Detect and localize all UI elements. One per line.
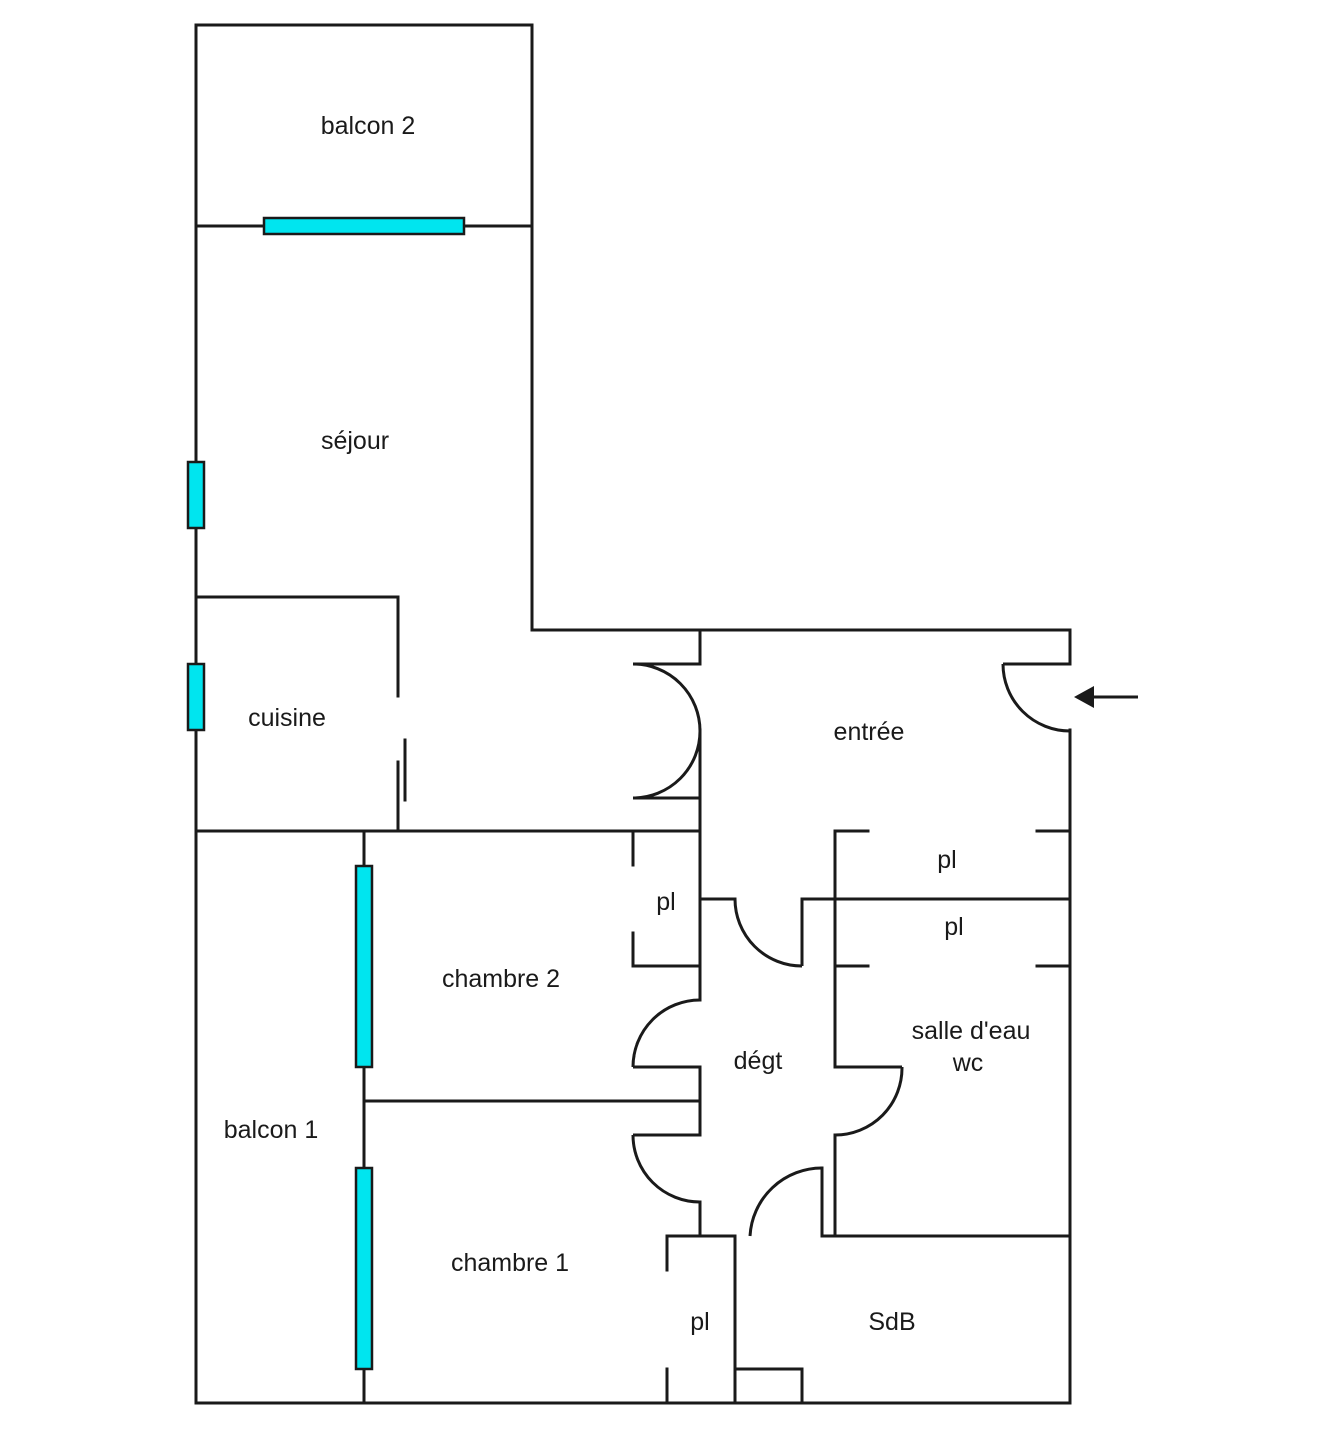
door-chambre-2-arc [631, 998, 701, 1068]
label-balcon-1: balcon 1 [224, 1116, 319, 1144]
label-balcon-2: balcon 2 [321, 112, 416, 140]
window-balcon-2 [262, 216, 466, 236]
label-chambre-1: chambre 1 [451, 1249, 569, 1277]
label-pl-couloir: pl [944, 913, 963, 941]
label-wc: wc [952, 1049, 984, 1077]
label-sdb: SdB [868, 1308, 915, 1336]
door-sejour-1-arc [632, 662, 702, 732]
label-degt: dégt [734, 1047, 783, 1075]
door-sdb-arc [748, 1166, 823, 1237]
label-cuisine: cuisine [248, 704, 326, 732]
label-pl-entree: pl [937, 846, 956, 874]
door-degt-north-arc [733, 898, 803, 968]
window-sejour [186, 460, 206, 530]
door-chambre-1-arc [631, 1134, 701, 1204]
wall-balcon-2 [194, 23, 534, 228]
window-chambre-2 [354, 864, 374, 1069]
label-entree: entrée [834, 718, 905, 746]
label-sejour: séjour [321, 427, 389, 455]
doors [398, 662, 1071, 1237]
door-sejour-2-arc [632, 730, 702, 800]
windows [186, 216, 466, 1371]
door-salle-deau-arc [834, 1066, 904, 1137]
door-front-arc [1001, 663, 1071, 733]
room-labels: balcon 2 séjour cuisine entrée pl pl pl … [224, 112, 1031, 1336]
window-cuisine [186, 662, 206, 732]
label-pl-chambre-1: pl [690, 1308, 709, 1336]
label-pl-chambre-2: pl [656, 888, 675, 916]
entrance-arrow-icon [1074, 686, 1138, 708]
window-chambre-1 [354, 1166, 374, 1371]
walls [194, 23, 1072, 1405]
label-salle-deau: salle d'eau [912, 1017, 1031, 1045]
label-chambre-2: chambre 2 [442, 965, 560, 993]
